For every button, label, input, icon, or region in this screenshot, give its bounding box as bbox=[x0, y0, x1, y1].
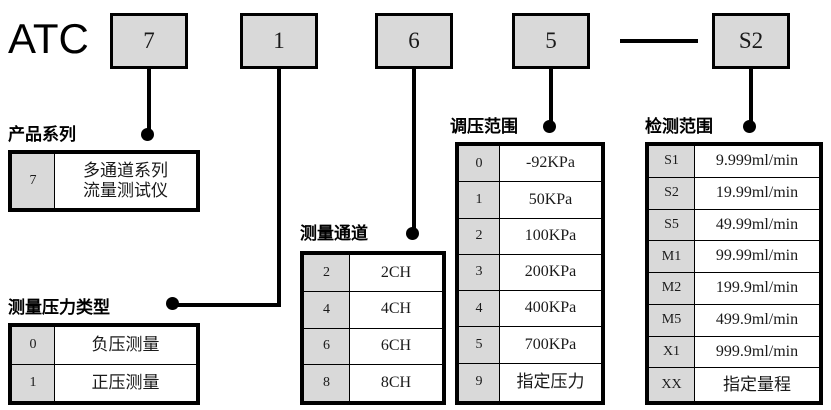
legend-row-value: 6CH bbox=[349, 327, 443, 366]
code-box-series[interactable]: 7 bbox=[110, 13, 188, 69]
legend-row-key: 5 bbox=[458, 326, 500, 364]
legend-row-key: 1 bbox=[458, 181, 500, 219]
legend-row-value: 999.9ml/min bbox=[694, 335, 820, 369]
legend-row-key: 2 bbox=[458, 217, 500, 255]
legend-row-key: 2 bbox=[303, 254, 350, 292]
legend-row: 0-92KPa bbox=[458, 144, 602, 183]
legend-row-key: M2 bbox=[648, 272, 695, 305]
connector-dot-channels bbox=[406, 227, 419, 240]
connector-line-pressure-range bbox=[549, 69, 553, 127]
legend-row-key: 6 bbox=[303, 327, 350, 366]
legend-row-key: XX bbox=[648, 367, 695, 402]
code-box-pressure-type[interactable]: 1 bbox=[240, 13, 318, 69]
legend-row-value: 100KPa bbox=[499, 217, 602, 255]
legend-row-value: 50KPa bbox=[499, 181, 602, 219]
legend-row-key: M1 bbox=[648, 240, 695, 273]
connector-line-channels bbox=[412, 69, 416, 234]
connector-dot-pressure-range bbox=[543, 120, 556, 133]
connector-dot-pressure-type bbox=[166, 297, 179, 310]
legend-row-value: 200KPa bbox=[499, 253, 602, 292]
legend-row-key: 7 bbox=[11, 153, 55, 209]
caption-pressure-range: 调压范围 bbox=[450, 117, 518, 136]
legend-row-value: -92KPa bbox=[499, 144, 602, 183]
code-box-detection-range[interactable]: S2 bbox=[712, 13, 790, 69]
legend-row-value: 49.99ml/min bbox=[694, 208, 820, 242]
connector-line-pressure-type-horizontal bbox=[172, 303, 281, 307]
legend-row-key: 3 bbox=[458, 253, 500, 292]
legend-row-key: S1 bbox=[648, 145, 695, 178]
legend-row-key: 9 bbox=[458, 362, 500, 402]
legend-row-key: 0 bbox=[458, 144, 500, 183]
legend-row-value: 700KPa bbox=[499, 326, 602, 364]
legend-row-value: 多通道系列 流量测试仪 bbox=[54, 153, 197, 209]
legend-row-value: 正压测量 bbox=[54, 363, 197, 402]
legend-row-key: S2 bbox=[648, 176, 695, 210]
legend-row-value: 400KPa bbox=[499, 289, 602, 328]
connector-dot-series bbox=[141, 128, 154, 141]
legend-row-value: 4CH bbox=[349, 290, 443, 329]
caption-detection-range: 检测范围 bbox=[645, 117, 713, 136]
legend-row-value: 指定量程 bbox=[694, 367, 820, 402]
legend-row-key: 4 bbox=[458, 289, 500, 328]
caption-series: 产品系列 bbox=[8, 125, 76, 144]
legend-row-value: 8CH bbox=[349, 364, 443, 402]
legend-row-value: 指定压力 bbox=[499, 362, 602, 402]
code-box-pressure-range[interactable]: 5 bbox=[512, 13, 590, 69]
caption-pressure-type: 测量压力类型 bbox=[8, 298, 110, 317]
legend-row-key: X1 bbox=[648, 335, 695, 369]
legend-row-value: 19.99ml/min bbox=[694, 176, 820, 210]
brand-label: ATC bbox=[8, 15, 89, 62]
legend-row-value: 99.99ml/min bbox=[694, 240, 820, 273]
legend-row-key: S5 bbox=[648, 208, 695, 242]
legend-row-value: 499.9ml/min bbox=[694, 303, 820, 337]
legend-row-key: 0 bbox=[11, 326, 55, 365]
legend-row-key: 8 bbox=[303, 364, 350, 402]
connector-line-detection-range bbox=[749, 69, 753, 127]
legend-row-value: 2CH bbox=[349, 254, 443, 292]
legend-row-key: 4 bbox=[303, 290, 350, 329]
segment-separator-dash bbox=[620, 39, 698, 43]
legend-row-key: M5 bbox=[648, 303, 695, 337]
legend-row-value: 负压测量 bbox=[54, 326, 197, 365]
legend-row-key: 1 bbox=[11, 363, 55, 402]
caption-channels: 测量通道 bbox=[300, 224, 368, 243]
legend-row-value: 9.999ml/min bbox=[694, 145, 820, 178]
legend-row-value: 199.9ml/min bbox=[694, 272, 820, 305]
connector-line-series bbox=[147, 69, 151, 135]
connector-line-pressure-type-vertical bbox=[277, 69, 281, 307]
connector-dot-detection-range bbox=[743, 120, 756, 133]
code-box-channels[interactable]: 6 bbox=[375, 13, 453, 69]
